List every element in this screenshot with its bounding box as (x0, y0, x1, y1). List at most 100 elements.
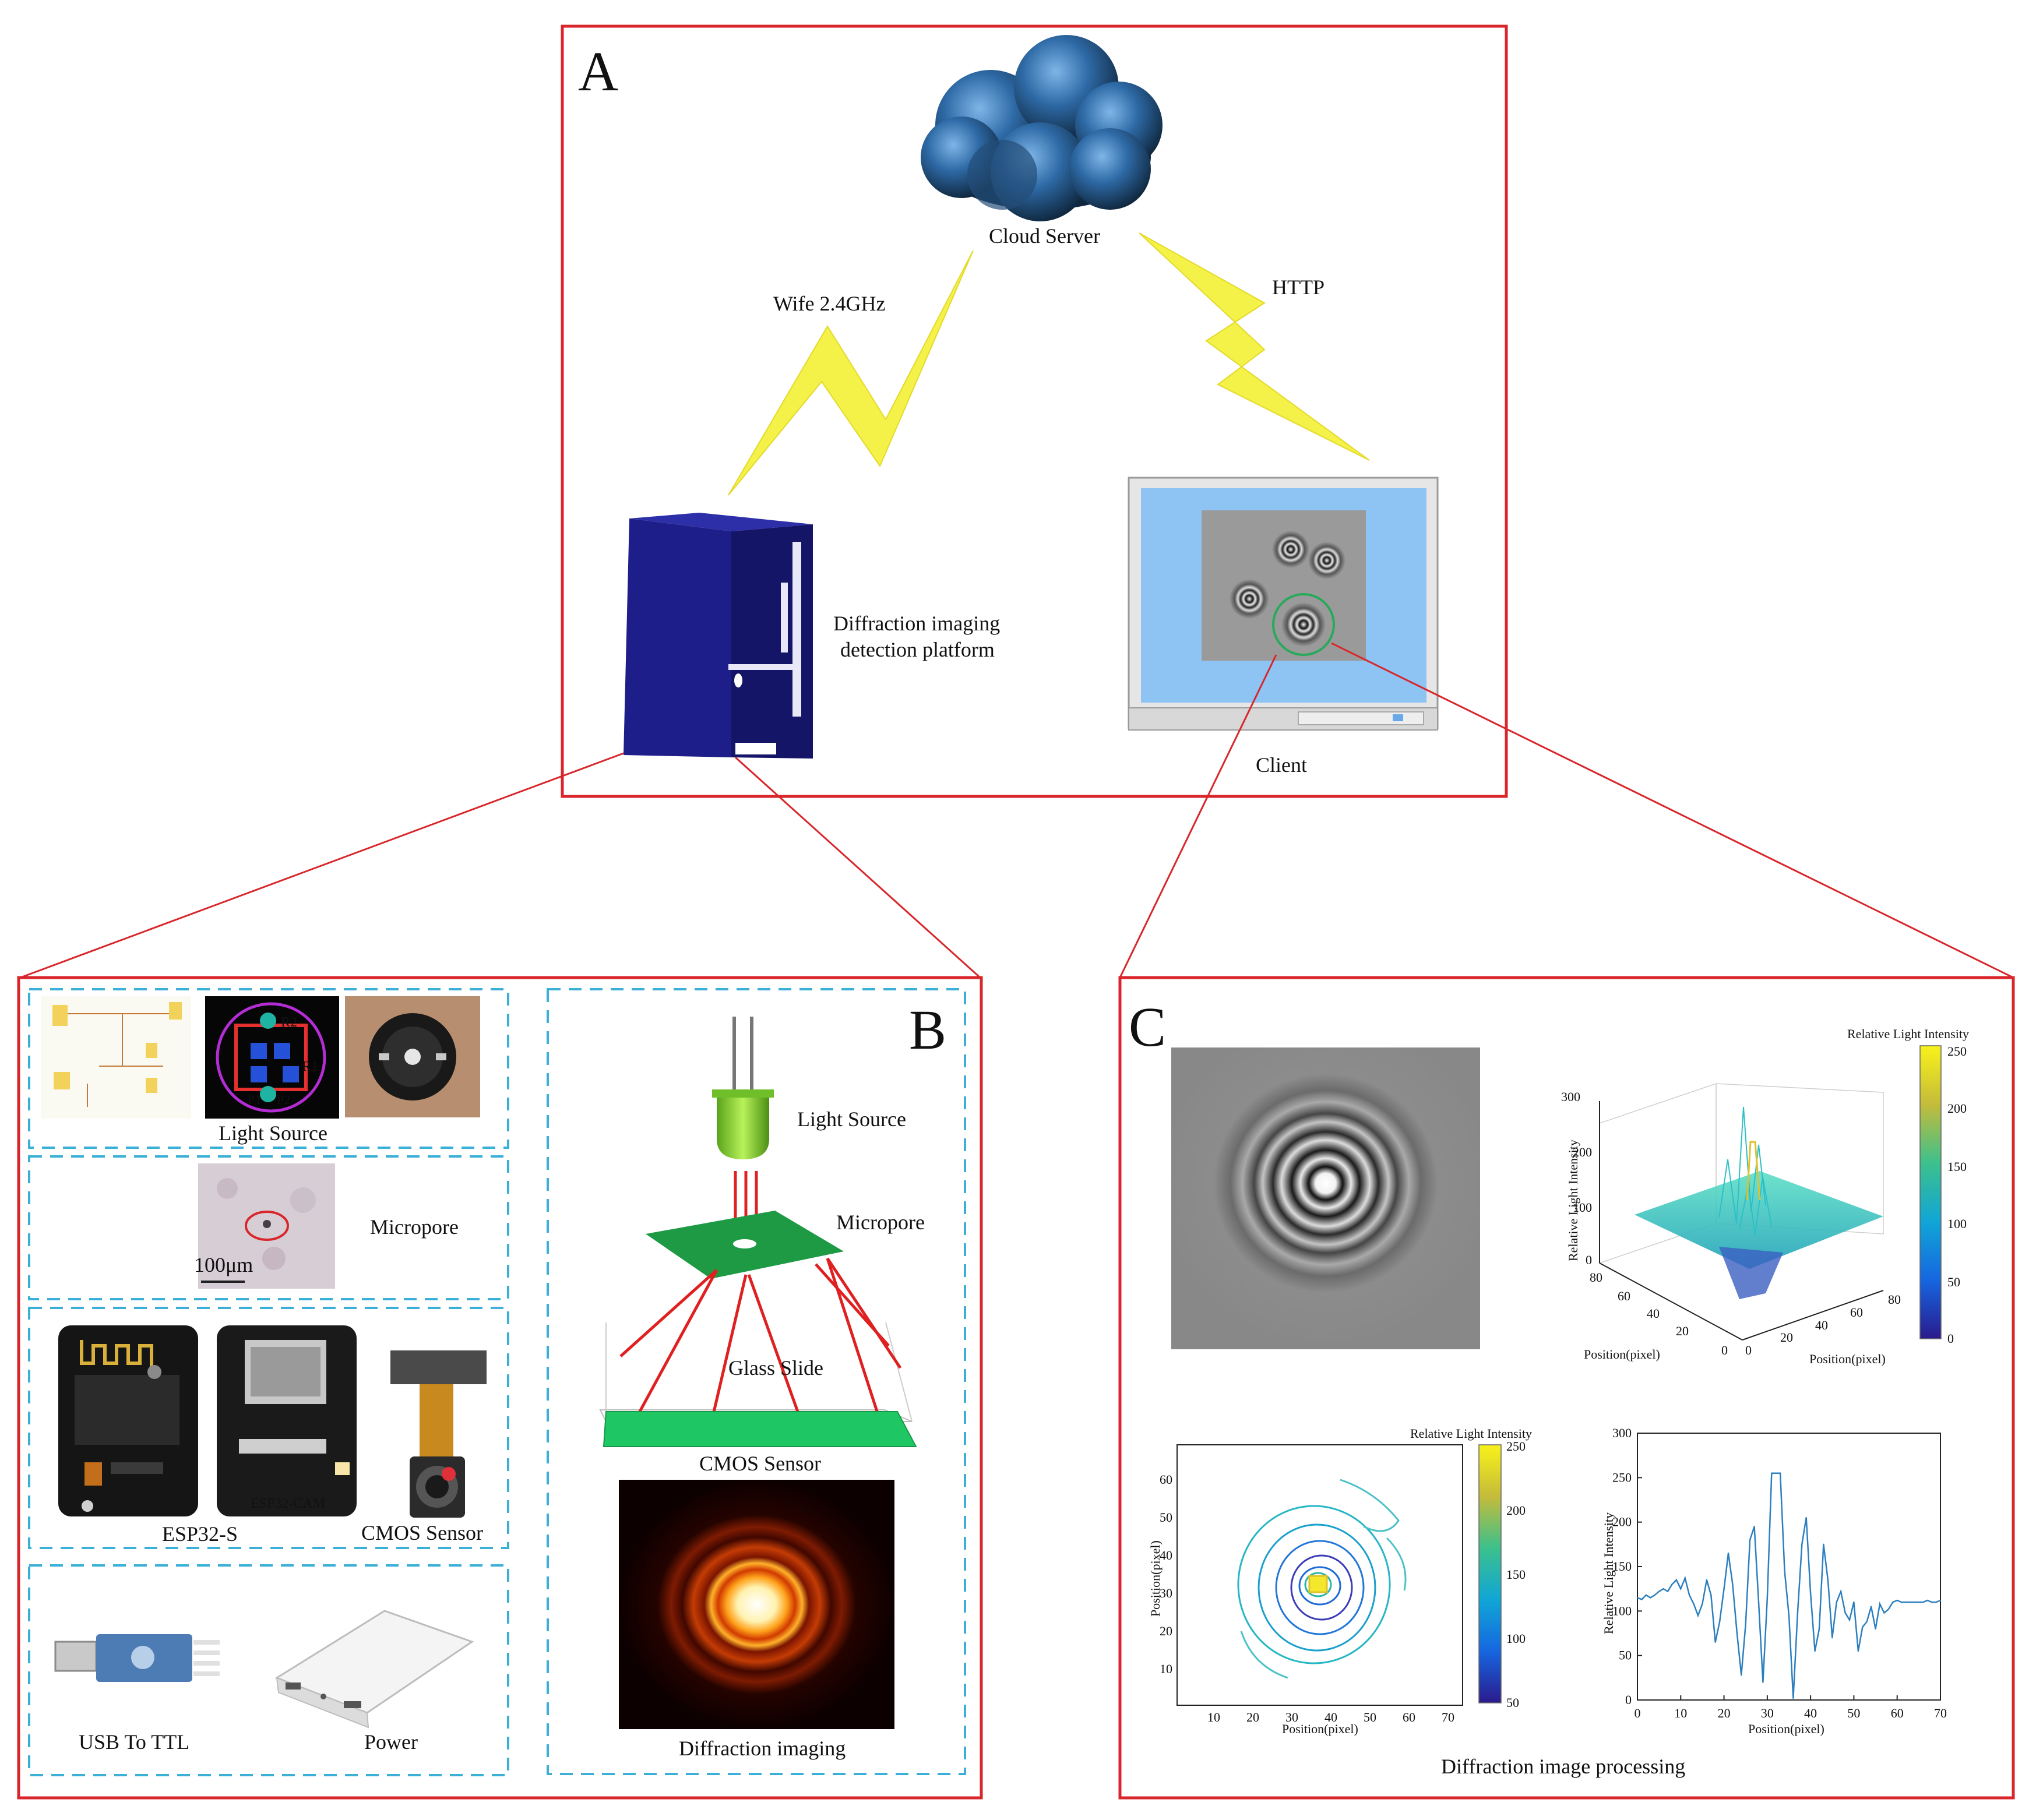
surface-ytick-20: 20 (1676, 1324, 1689, 1338)
contour-ytick-10: 10 (1160, 1662, 1172, 1676)
profile-xtick: 40 (1804, 1706, 1817, 1720)
profile-point (1931, 1601, 1933, 1603)
profile-point (1727, 1552, 1729, 1554)
surface-ytick-0: 0 (1721, 1343, 1728, 1357)
platform-label-line2: detection platform (840, 638, 995, 661)
surface-cbar-200: 200 (1947, 1101, 1967, 1116)
contour-chart: Position(pixel) Position(pixel) 60 50 40… (1148, 1426, 1532, 1736)
surface-zlabel: Relative Light Intensity (1566, 1140, 1580, 1261)
profile-xtick: 20 (1718, 1706, 1731, 1720)
surface-colorbar (1919, 1045, 1942, 1339)
contour-xlabel: Position(pixel) (1282, 1722, 1358, 1736)
surface-cbar-250: 250 (1947, 1044, 1967, 1059)
profile-ytick: 50 (1619, 1648, 1632, 1663)
profile-ytick: 0 (1625, 1692, 1632, 1707)
esp32-cam-board-text: ESP32-CAM (251, 1496, 325, 1511)
surface-ytick-80: 80 (1590, 1270, 1602, 1285)
profile-point (1736, 1632, 1738, 1634)
profile-axes (1637, 1433, 1941, 1701)
profile-point (1766, 1597, 1769, 1599)
detection-platform-icon (624, 513, 813, 759)
profile-xtick: 70 (1934, 1706, 1947, 1720)
esp32-s-label: ESP32-S (162, 1522, 238, 1546)
pcb-label-p1: P1 (248, 1092, 261, 1107)
micropore-microscope-image (198, 1163, 335, 1289)
contour-colorbar-title: Relative Light Intensity (1410, 1426, 1532, 1441)
panel-c-caption: Diffraction image processing (1441, 1755, 1685, 1778)
surface-ztick-0: 0 (1586, 1253, 1592, 1267)
profile-point (1762, 1681, 1764, 1683)
surface-ylabel: Position(pixel) (1584, 1347, 1660, 1362)
profile-point (1745, 1624, 1746, 1625)
usb-to-ttl-label: USB To TTL (79, 1730, 189, 1754)
profile-point (1866, 1621, 1868, 1623)
profile-point (1732, 1583, 1734, 1585)
contour-cbar-50: 50 (1506, 1695, 1519, 1710)
surface-ztick-200: 200 (1573, 1145, 1592, 1159)
profile-ytick: 300 (1612, 1426, 1632, 1440)
profile-point (1662, 1588, 1664, 1590)
profile-point (1654, 1594, 1655, 1596)
profile-point (1667, 1590, 1669, 1592)
esp32-cam-board-photo: ESP32-CAM (217, 1325, 357, 1516)
profile-point (1879, 1603, 1881, 1605)
surface-cbar-150: 150 (1947, 1159, 1967, 1174)
profile-point (1836, 1601, 1837, 1603)
profile-point (1723, 1588, 1725, 1590)
diagram-glass-slide-label: Glass Slide (728, 1356, 823, 1380)
platform-label-line1: Diffraction imaging (833, 612, 1000, 635)
contour-axes (1176, 1444, 1463, 1706)
client-label: Client (1256, 753, 1307, 777)
profile-point (1900, 1601, 1903, 1603)
profile-point (1844, 1612, 1846, 1614)
profile-xtick: 30 (1761, 1706, 1774, 1720)
profile-point (1848, 1619, 1851, 1621)
profile-point (1875, 1628, 1876, 1630)
surface-colorbar-title: Relative Light Intensity (1847, 1027, 1969, 1041)
power-bank-photo (274, 1610, 474, 1729)
surface-xlabel: Position(pixel) (1809, 1352, 1886, 1366)
profile-xtick: 60 (1891, 1706, 1904, 1720)
profile-point (1658, 1590, 1660, 1592)
zoom-connector-lines (20, 642, 2014, 979)
profile-point (1939, 1599, 1942, 1602)
profile-xtick: 50 (1847, 1706, 1860, 1720)
contour-cbar-150: 150 (1506, 1567, 1526, 1582)
profile-point (1779, 1472, 1781, 1474)
contour-ytick-40: 40 (1160, 1548, 1172, 1562)
profile-point (1840, 1590, 1842, 1592)
profile-point (1926, 1599, 1928, 1602)
profile-point (1710, 1594, 1712, 1596)
profile-point (1706, 1579, 1708, 1581)
panel-a-letter: A (578, 40, 618, 103)
fringe-pattern-image (1171, 1047, 1480, 1349)
profile-point (1896, 1599, 1898, 1602)
surface-xtick-40: 40 (1815, 1318, 1828, 1332)
surface-xtick-0: 0 (1745, 1343, 1752, 1357)
cloud-server-icon (921, 35, 1163, 221)
profile-point (1714, 1641, 1716, 1643)
profile-point (1853, 1601, 1855, 1603)
scalebar-label: 100μm (194, 1253, 253, 1276)
profile-line-chart: Relative Light Intensity Position(pixel)… (1601, 1426, 1947, 1736)
profile-point (1788, 1614, 1790, 1617)
profile-point (1857, 1650, 1859, 1652)
pcb-label-r1: R1 (302, 1059, 318, 1074)
contour-xtick-10: 10 (1207, 1710, 1220, 1724)
profile-point (1827, 1579, 1829, 1581)
profile-point (1645, 1594, 1647, 1596)
micropore-label: Micropore (370, 1215, 459, 1239)
profile-point (1693, 1603, 1695, 1605)
contour-xtick-60: 60 (1403, 1710, 1415, 1724)
contour-ytick-60: 60 (1160, 1472, 1172, 1487)
profile-point (1805, 1516, 1807, 1519)
contour-ytick-30: 30 (1160, 1586, 1172, 1600)
profile-point (1771, 1472, 1773, 1474)
profile-point (1684, 1577, 1686, 1579)
wifi-label: Wife 2.4GHz (773, 292, 885, 315)
pcb-label-p2: P2 (277, 1092, 290, 1107)
profile-point (1671, 1583, 1673, 1585)
profile-point (1636, 1597, 1639, 1599)
profile-point (1650, 1597, 1651, 1599)
